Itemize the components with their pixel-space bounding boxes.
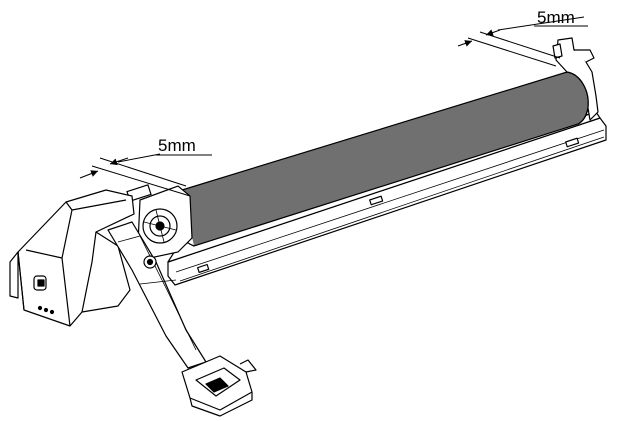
dimension-label-top: 5mm (537, 8, 575, 27)
dimension-label-left: 5mm (158, 136, 196, 155)
handle-grip (181, 355, 257, 417)
right-end-cap (552, 37, 599, 121)
dimension-top (457, 16, 588, 67)
dimension-left (79, 153, 212, 197)
left-end-gear (126, 184, 193, 259)
left-housing (9, 189, 135, 327)
